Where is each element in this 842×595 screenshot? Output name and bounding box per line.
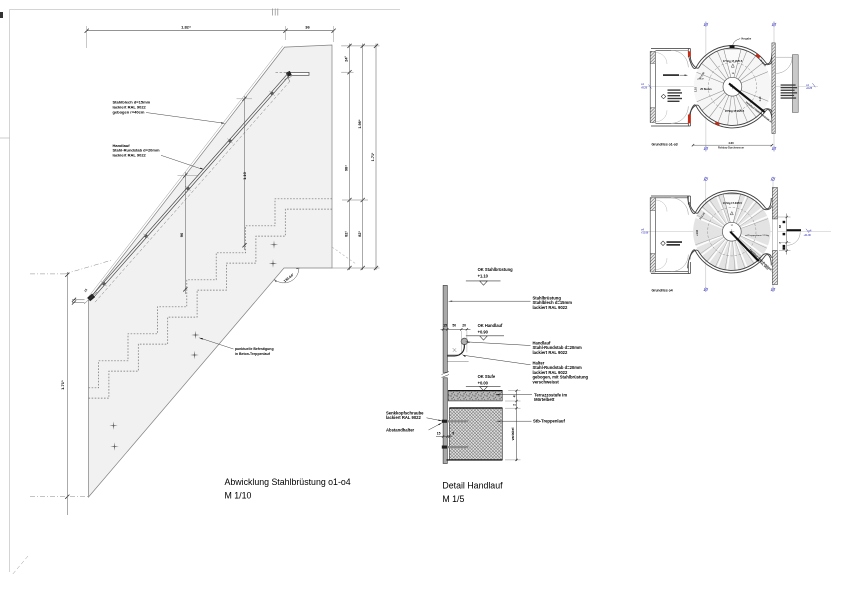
svg-text:98⁴: 98⁴: [345, 165, 349, 171]
svg-text:1.82⁴: 1.82⁴: [181, 25, 191, 30]
svg-text:o4: o4: [809, 229, 812, 232]
svg-text:90: 90: [179, 232, 184, 237]
svg-text:verschweisst: verschweisst: [533, 379, 560, 384]
svg-text:1.71³: 1.71³: [371, 152, 375, 161]
svg-text:24²: 24²: [345, 56, 349, 62]
svg-text:in Beton-Treppenlauf: in Beton-Treppenlauf: [235, 352, 271, 356]
svg-text:R=2.30: R=2.30: [699, 71, 706, 80]
svg-text:+0.90: +0.90: [478, 330, 489, 335]
svg-text:lackiert RAL 9022: lackiert RAL 9022: [533, 370, 569, 375]
svg-text:82¹: 82¹: [345, 231, 349, 237]
svg-text:1.10: 1.10: [759, 96, 762, 101]
svg-text:Handlauf: Handlauf: [533, 341, 552, 346]
svg-text:15 Stg 17.2/25.5: 15 Stg 17.2/25.5: [725, 109, 745, 113]
svg-text:Stahlbrüstung: Stahlbrüstung: [533, 296, 562, 301]
svg-text:Terrazzostufe im: Terrazzostufe im: [534, 392, 567, 397]
svg-text:o1: o1: [806, 84, 809, 87]
svg-text:20: 20: [462, 324, 466, 328]
svg-text:o4 Treppenhaus 17 Stg: o4 Treppenhaus 17 Stg: [745, 234, 770, 237]
svg-text:1.10: 1.10: [242, 171, 247, 180]
svg-text:25 Stufen: 25 Stufen: [700, 88, 712, 91]
svg-text:4: 4: [512, 395, 516, 397]
svg-text:Stahlblech d=15mm: Stahlblech d=15mm: [533, 300, 573, 305]
svg-text:+11.00: +11.00: [641, 232, 649, 235]
svg-text:82¹: 82¹: [358, 231, 362, 237]
svg-text:lackiert RAL 9022: lackiert RAL 9022: [533, 350, 569, 355]
svg-text:2: 2: [512, 404, 516, 406]
svg-text:4.60: 4.60: [728, 141, 734, 145]
svg-text:R=2.30: R=2.30: [759, 59, 767, 67]
svg-text:R=2.20: R=2.20: [699, 212, 706, 221]
svg-text:Mörtelbett: Mörtelbett: [534, 397, 555, 402]
svg-text:o4: o4: [641, 228, 644, 231]
svg-text:Grundriss o4: Grundriss o4: [652, 289, 673, 293]
svg-text:+0.00: +0.00: [478, 380, 489, 385]
svg-text:Stb-Treppenlauf: Stb-Treppenlauf: [533, 419, 565, 424]
svg-text:+11.00: +11.00: [804, 234, 812, 237]
svg-text:+1.10: +1.10: [478, 274, 489, 279]
svg-text:Detail Handlauf: Detail Handlauf: [442, 481, 503, 491]
svg-text:o1: o1: [641, 83, 644, 86]
svg-text:+8.25: +8.25: [641, 86, 648, 89]
svg-text:Stahl-Rundstab d=20mm: Stahl-Rundstab d=20mm: [533, 345, 582, 350]
svg-text:variabel: variabel: [511, 428, 515, 441]
svg-text:17: 17: [731, 225, 734, 227]
svg-text:Stahlblech d=15mm: Stahlblech d=15mm: [113, 100, 151, 105]
svg-text:36: 36: [305, 25, 310, 30]
svg-text:Grundriss o1-o3: Grundriss o1-o3: [652, 143, 678, 147]
svg-text:1.71⁵: 1.71⁵: [60, 380, 65, 390]
svg-text:+4.62: +4.62: [696, 229, 699, 236]
svg-text:punktuelle Befestigung: punktuelle Befestigung: [235, 347, 274, 351]
svg-text:OK Handlauf: OK Handlauf: [478, 323, 503, 328]
svg-text:10 Stg 17.2/25.5: 10 Stg 17.2/25.5: [723, 201, 743, 205]
svg-text:88: 88: [778, 225, 782, 229]
svg-text:15: 15: [83, 288, 88, 293]
svg-text:5: 5: [452, 431, 454, 435]
svg-text:OK Stahlbrüstung: OK Stahlbrüstung: [478, 267, 514, 272]
svg-text:7: 7: [778, 242, 782, 244]
svg-text:lackiert RAL 9022: lackiert RAL 9022: [386, 415, 422, 420]
svg-text:Rohbau-Durchmesser: Rohbau-Durchmesser: [718, 147, 744, 150]
svg-text:Senkkopfschraube: Senkkopfschraube: [386, 410, 424, 415]
svg-text:lackiert RAL 9022: lackiert RAL 9022: [113, 104, 147, 109]
svg-text:Abwicklung Stahlbrüstung o1-o4: Abwicklung Stahlbrüstung o1-o4: [225, 477, 351, 487]
svg-text:130.04°: 130.04°: [283, 272, 295, 283]
svg-text:gebogen r=40cm: gebogen r=40cm: [113, 109, 145, 114]
svg-text:15: 15: [443, 324, 447, 328]
svg-text:18: 18: [732, 73, 735, 75]
svg-text:M 1/5: M 1/5: [442, 494, 464, 504]
svg-text:lackiert RAL 9022: lackiert RAL 9022: [533, 305, 569, 310]
svg-text:17 Stg 17.2/25.5: 17 Stg 17.2/25.5: [723, 59, 743, 63]
svg-text:M 1/10: M 1/10: [225, 491, 252, 501]
svg-text:Vorgabe: Vorgabe: [741, 37, 752, 41]
svg-text:gebogen, mit Stahlbrüstung: gebogen, mit Stahlbrüstung: [533, 375, 589, 380]
svg-text:Stahl-Rundstab d=20mm: Stahl-Rundstab d=20mm: [113, 148, 160, 153]
svg-text:Handlauf: Handlauf: [113, 143, 131, 148]
svg-text:+10.37: +10.37: [697, 79, 705, 81]
svg-text:+8.25: +8.25: [806, 87, 813, 90]
svg-text:Stahl-Rundstab d=20mm: Stahl-Rundstab d=20mm: [533, 365, 582, 370]
svg-text:15: 15: [437, 431, 441, 435]
svg-text:Abstandhalter: Abstandhalter: [386, 428, 415, 433]
svg-text:1.10: 1.10: [695, 87, 698, 92]
svg-text:50: 50: [452, 324, 456, 328]
svg-text:lackiert RAL 9022: lackiert RAL 9022: [113, 153, 147, 158]
svg-text:OK Stufe: OK Stufe: [478, 374, 496, 379]
svg-text:1.98⁴: 1.98⁴: [358, 119, 362, 128]
svg-text:Halter: Halter: [533, 361, 545, 366]
